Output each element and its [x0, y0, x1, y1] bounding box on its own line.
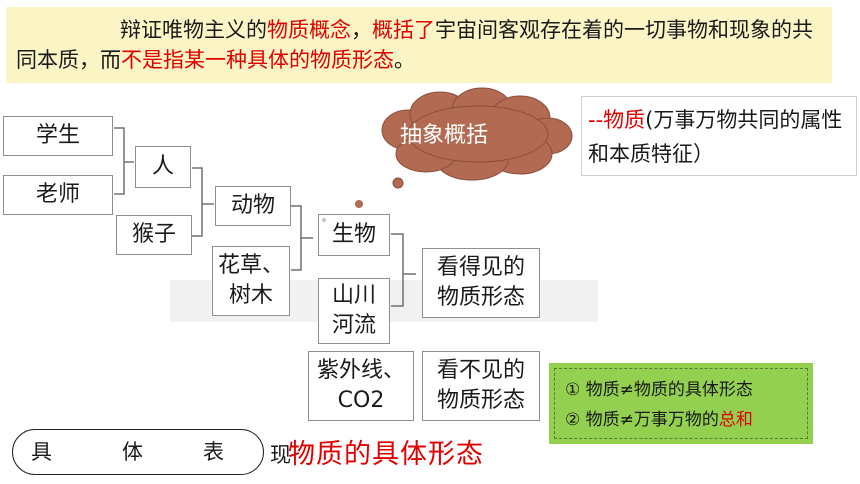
small-dot	[322, 218, 326, 222]
node-visible-forms: 看得见的 物质形态	[422, 248, 540, 318]
notes-box: ① 物质≠物质的具体形态 ② 物质≠万事万物的总和	[549, 363, 813, 444]
definition-prefix: --物质	[588, 108, 646, 132]
node-teacher: 老师	[3, 175, 113, 215]
node-visible-line2: 物质形态	[436, 285, 525, 310]
footer-red-text: 物质的具体形态	[288, 439, 484, 470]
node-organism: 生物	[318, 214, 390, 256]
banner-seg-1: 辩证唯物主义的	[120, 18, 267, 42]
banner-seg-2: 物质概念	[267, 18, 351, 42]
pill-char-1: 具	[31, 440, 52, 464]
note-item-2-red: 总和	[718, 410, 753, 430]
node-person: 人	[135, 146, 191, 188]
pill-char-3: 表	[203, 440, 224, 464]
note-item-2: ② 物质≠万事万物的总和	[565, 405, 807, 435]
pill-char-2: 体	[122, 440, 143, 464]
node-ultraviolet-line1: 紫外线、	[316, 358, 405, 383]
thought-cloud-icon	[381, 87, 573, 189]
node-plants: 花草、 树木	[212, 246, 290, 316]
node-mountains-line1: 山川	[331, 283, 376, 308]
note-item-1: ① 物质≠物质的具体形态	[565, 380, 753, 400]
definition-rest: (万事万物共同的属性和本质特征）	[588, 108, 843, 166]
node-invisible-line1: 看不见的	[436, 358, 525, 383]
notes-inner: ① 物质≠物质的具体形态 ② 物质≠万事万物的总和	[554, 368, 808, 439]
banner-seg-5: 宇宙间客观存在着的一切事物和现象的共同本质，而	[16, 18, 813, 72]
node-organism-label: 生物	[331, 222, 376, 247]
node-visible-line1: 看得见的	[436, 255, 525, 280]
node-invisible-line2: 物质形态	[436, 388, 525, 413]
banner-seg-7: 。	[394, 48, 415, 72]
node-animal: 动物	[215, 186, 291, 226]
node-ultraviolet: 紫外线、 CO2	[308, 351, 414, 421]
node-ultraviolet-line2: CO2	[337, 388, 385, 413]
node-monkey: 猴子	[116, 215, 192, 255]
cloud-label: 抽象概括	[400, 123, 489, 148]
node-mountains: 山川 河流	[318, 278, 390, 344]
node-plants-line1: 花草、	[217, 253, 284, 278]
definition-box: --物质(万事万物共同的属性和本质特征）	[581, 96, 857, 176]
node-plants-line2: 树木	[228, 283, 273, 308]
banner-seg-4: 概括了	[372, 18, 435, 42]
node-mountains-line2: 河流	[331, 313, 376, 338]
concept-banner: 辩证唯物主义的物质概念，概括了宇宙间客观存在着的一切事物和现象的共同本质，而不是…	[6, 7, 832, 83]
banner-seg-6: 不是指某一种具体的物质形态	[121, 48, 394, 72]
banner-seg-3: ，	[351, 18, 372, 42]
concrete-manifestation-pill: 具体表	[12, 429, 264, 475]
node-student: 学生	[3, 116, 113, 156]
note-item-2-prefix: ② 物质≠万事万物的	[565, 410, 719, 430]
footer-xian: 现	[270, 443, 291, 467]
node-invisible-forms: 看不见的 物质形态	[422, 351, 540, 421]
